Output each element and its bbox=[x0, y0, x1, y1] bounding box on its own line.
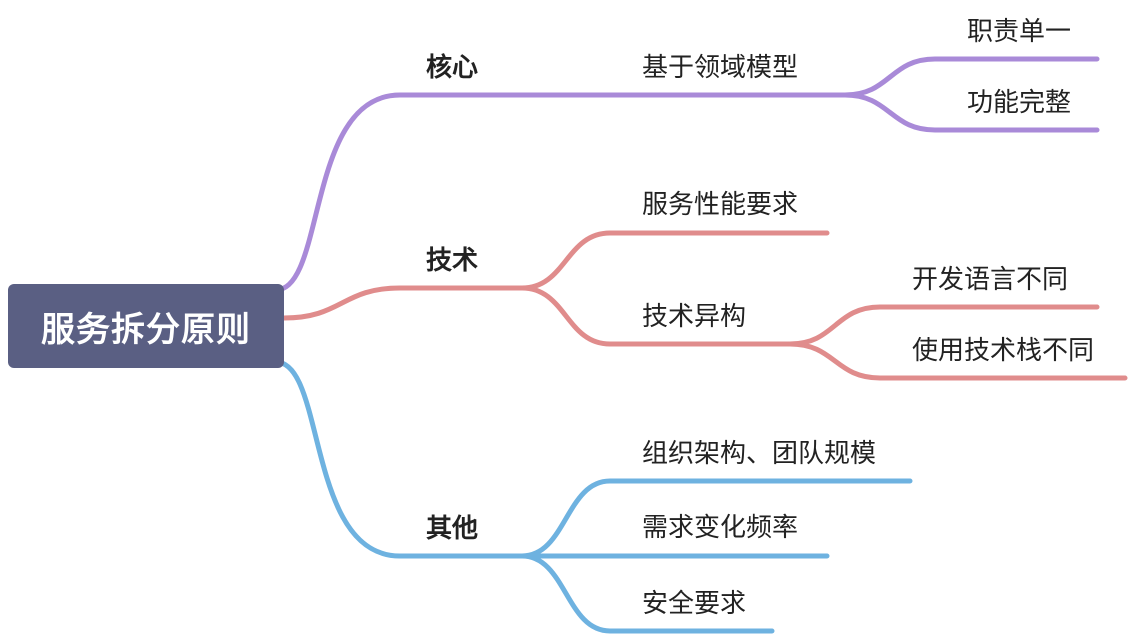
branch-node-other[interactable]: 其他 bbox=[426, 514, 479, 544]
edge-domain-complete bbox=[842, 92, 1100, 133]
edge-other-org bbox=[519, 478, 913, 559]
edge-hetero-languages bbox=[787, 304, 1100, 347]
edge-tech-heterogeneity bbox=[519, 285, 793, 347]
branch-node-core[interactable]: 核心 bbox=[426, 53, 479, 83]
branch-node-tech[interactable]: 技术 bbox=[426, 246, 479, 276]
edge-root-tech bbox=[281, 285, 525, 321]
node-different-tech-stacks[interactable]: 使用技术栈不同 bbox=[912, 336, 1095, 366]
node-security-requirements[interactable]: 安全要求 bbox=[642, 589, 747, 619]
edge-root-core bbox=[273, 92, 525, 293]
node-performance-requirements[interactable]: 服务性能要求 bbox=[642, 190, 799, 220]
node-complete-function[interactable]: 功能完整 bbox=[967, 88, 1072, 118]
node-change-frequency[interactable]: 需求变化频率 bbox=[642, 513, 799, 543]
node-org-structure[interactable]: 组织架构、团队规模 bbox=[642, 439, 877, 469]
edge-other-security bbox=[519, 553, 775, 634]
node-single-responsibility[interactable]: 职责单一 bbox=[967, 17, 1072, 47]
node-different-languages[interactable]: 开发语言不同 bbox=[912, 265, 1069, 295]
edge-hetero-stacks bbox=[787, 341, 1128, 381]
root-node[interactable]: 服务拆分原则 bbox=[8, 284, 284, 368]
root-node-label: 服务拆分原则 bbox=[41, 309, 251, 350]
edge-root-other bbox=[273, 359, 525, 559]
node-domain-model[interactable]: 基于领域模型 bbox=[642, 53, 799, 83]
node-tech-heterogeneity[interactable]: 技术异构 bbox=[642, 302, 747, 332]
edge-tech-performance bbox=[519, 230, 830, 291]
edge-domain-single bbox=[842, 56, 1100, 98]
